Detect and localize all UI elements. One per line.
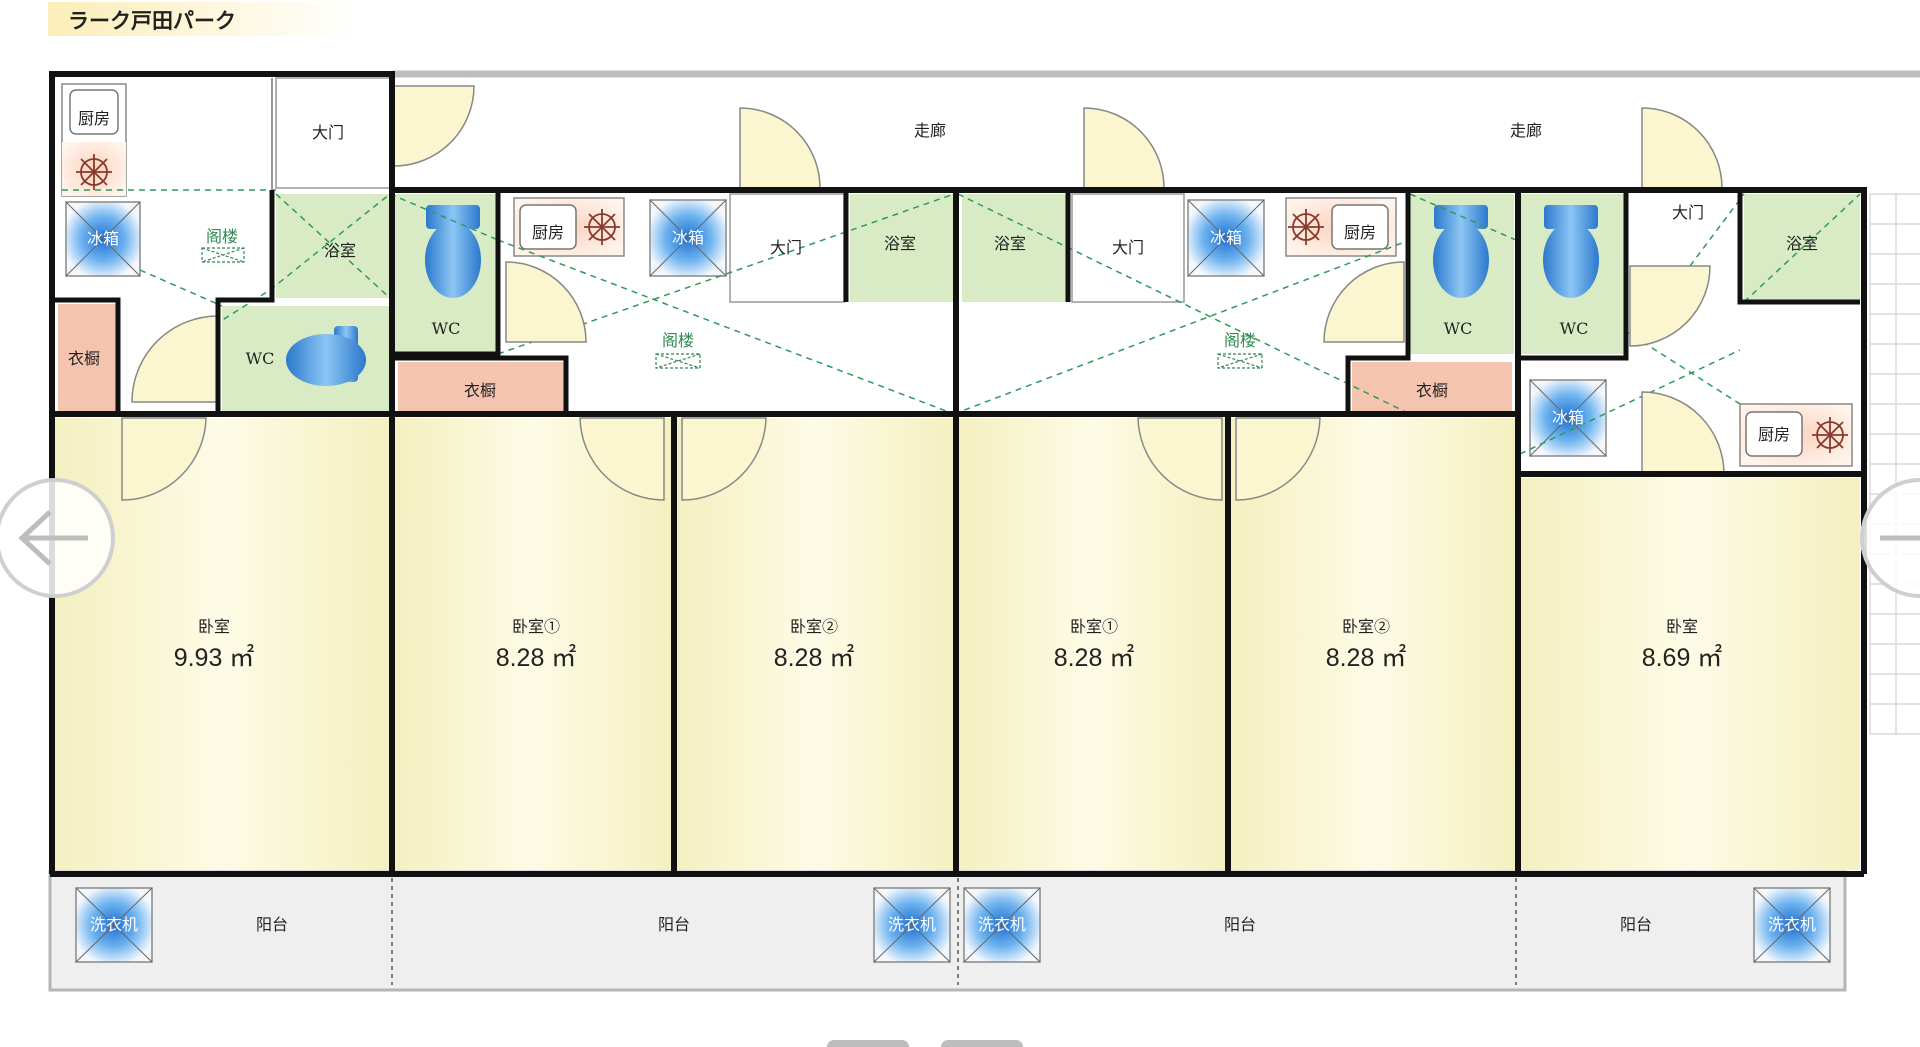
- bedroom-label: 卧室②: [790, 617, 838, 636]
- closet-label: 衣橱: [68, 349, 100, 368]
- stove-icon: [1812, 417, 1848, 453]
- bath-label: 浴室: [1786, 234, 1818, 253]
- washer-label: 洗衣机: [1768, 915, 1816, 934]
- closet-unit1: [58, 304, 116, 414]
- bedroom1-unit2: [394, 418, 672, 870]
- area-label: 8.28 ㎡: [1054, 644, 1135, 672]
- balcony-label: 阳台: [1224, 915, 1256, 934]
- entrance-label: 大门: [312, 123, 344, 142]
- area-label: 8.69 ㎡: [1642, 644, 1723, 672]
- closet-label: 衣橱: [464, 381, 496, 400]
- bath-label: 浴室: [994, 234, 1026, 253]
- bedroom1-unit3: [958, 418, 1226, 870]
- kitchen-label: 厨房: [532, 223, 564, 242]
- kitchen-label: 厨房: [1758, 425, 1790, 444]
- sink-icon: [519, 204, 577, 250]
- chevron-left-icon: [18, 510, 88, 566]
- corridor-label: 走廊: [914, 121, 946, 140]
- pagination-dot[interactable]: [827, 1040, 909, 1047]
- washer-label: 洗衣机: [978, 915, 1026, 934]
- area-label: 8.28 ㎡: [496, 644, 577, 672]
- toilet-icon: [1543, 205, 1599, 298]
- wc-label: WC: [1444, 319, 1473, 338]
- wc-label: WC: [1560, 319, 1589, 338]
- toilet-icon: [425, 205, 481, 298]
- bedroom-label: 卧室②: [1342, 617, 1390, 636]
- corridor-label: 走廊: [1510, 121, 1542, 140]
- stair-grid: [1869, 193, 1920, 735]
- next-arrow-button[interactable]: [1860, 478, 1920, 598]
- door-swings: [121, 85, 1725, 501]
- kitchen-label: 厨房: [1344, 223, 1376, 242]
- balcony-label: 阳台: [256, 915, 288, 934]
- area-label: 8.28 ㎡: [1326, 644, 1407, 672]
- loft-label: 阁楼: [662, 331, 694, 350]
- sink-icon: [69, 89, 119, 135]
- washer-label: 洗衣机: [90, 915, 138, 934]
- bath-label: 浴室: [324, 241, 356, 260]
- bath-unit3: [962, 194, 1066, 302]
- toilet-icon: [1433, 205, 1489, 298]
- bedroom2-unit3: [1230, 418, 1516, 870]
- walls: [49, 71, 1867, 877]
- title-bar: [48, 2, 360, 36]
- sink-icon: [1331, 204, 1389, 250]
- sink-icon: [1745, 411, 1803, 457]
- bedroom-label: 卧室①: [512, 617, 560, 636]
- loft-label: 阁楼: [206, 227, 238, 246]
- bedroom-label: 卧室: [1666, 617, 1698, 636]
- fridge-label: 冰箱: [1552, 408, 1584, 427]
- toilet-icon: [286, 326, 366, 386]
- bedroom-unit4: [1520, 478, 1860, 870]
- balcony-label: 阳台: [1620, 915, 1652, 934]
- closet-unit2: [398, 362, 564, 414]
- bedroom2-unit2: [676, 418, 954, 870]
- entrance-label: 大门: [770, 238, 802, 257]
- bedroom-label: 卧室①: [1070, 617, 1118, 636]
- pagination-dot[interactable]: [941, 1040, 1023, 1047]
- closet-label: 衣橱: [1416, 381, 1448, 400]
- balcony-label: 阳台: [658, 915, 690, 934]
- area-label: 9.93 ㎡: [174, 644, 255, 672]
- fridge-label: 冰箱: [672, 228, 704, 247]
- prev-arrow-button[interactable]: [0, 478, 115, 598]
- bath-unit2: [850, 194, 954, 302]
- wc-label: WC: [246, 349, 275, 368]
- washer-label: 洗衣机: [888, 915, 936, 934]
- stove-icon: [1288, 209, 1324, 245]
- bedroom-unit1: [54, 418, 390, 870]
- stove-icon: [584, 209, 620, 245]
- fridge-label: 冰箱: [1210, 228, 1242, 247]
- bath-label: 浴室: [884, 234, 916, 253]
- stove-icon: [76, 154, 112, 190]
- closet-unit3: [1352, 362, 1512, 414]
- loft-label: 阁楼: [1224, 331, 1256, 350]
- kitchen-label: 厨房: [78, 109, 110, 128]
- entrance-label: 大门: [1112, 238, 1144, 257]
- page-title: ラーク戸田パーク: [68, 10, 236, 33]
- bedroom-label: 卧室: [198, 617, 230, 636]
- area-label: 8.28 ㎡: [774, 644, 855, 672]
- entrance-label: 大门: [1672, 203, 1704, 222]
- wc-label: WC: [432, 319, 461, 338]
- fridge-label: 冰箱: [87, 229, 119, 248]
